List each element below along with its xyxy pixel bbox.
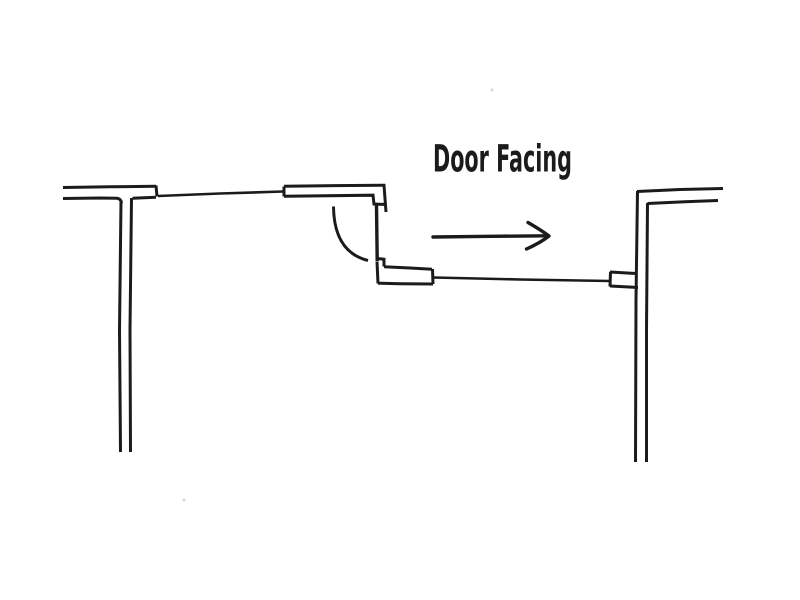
wall-door-header (282, 183, 388, 213)
door-jamb-right (608, 270, 639, 289)
opening-line-bottom (433, 276, 611, 283)
wall-left-vertical (117, 197, 133, 453)
door-leaf (374, 205, 379, 262)
wall-top-right (636, 187, 724, 205)
door-facing-label: Door Facing (433, 138, 572, 181)
wall-top-left (62, 184, 159, 204)
direction-arrow (431, 220, 551, 251)
door-swing-arc (332, 206, 369, 262)
paper-speck (182, 498, 186, 502)
opening-line-top (157, 190, 284, 198)
paper-speck (490, 88, 494, 92)
wall-right-vertical (634, 190, 649, 463)
wall-below-door (375, 257, 435, 286)
